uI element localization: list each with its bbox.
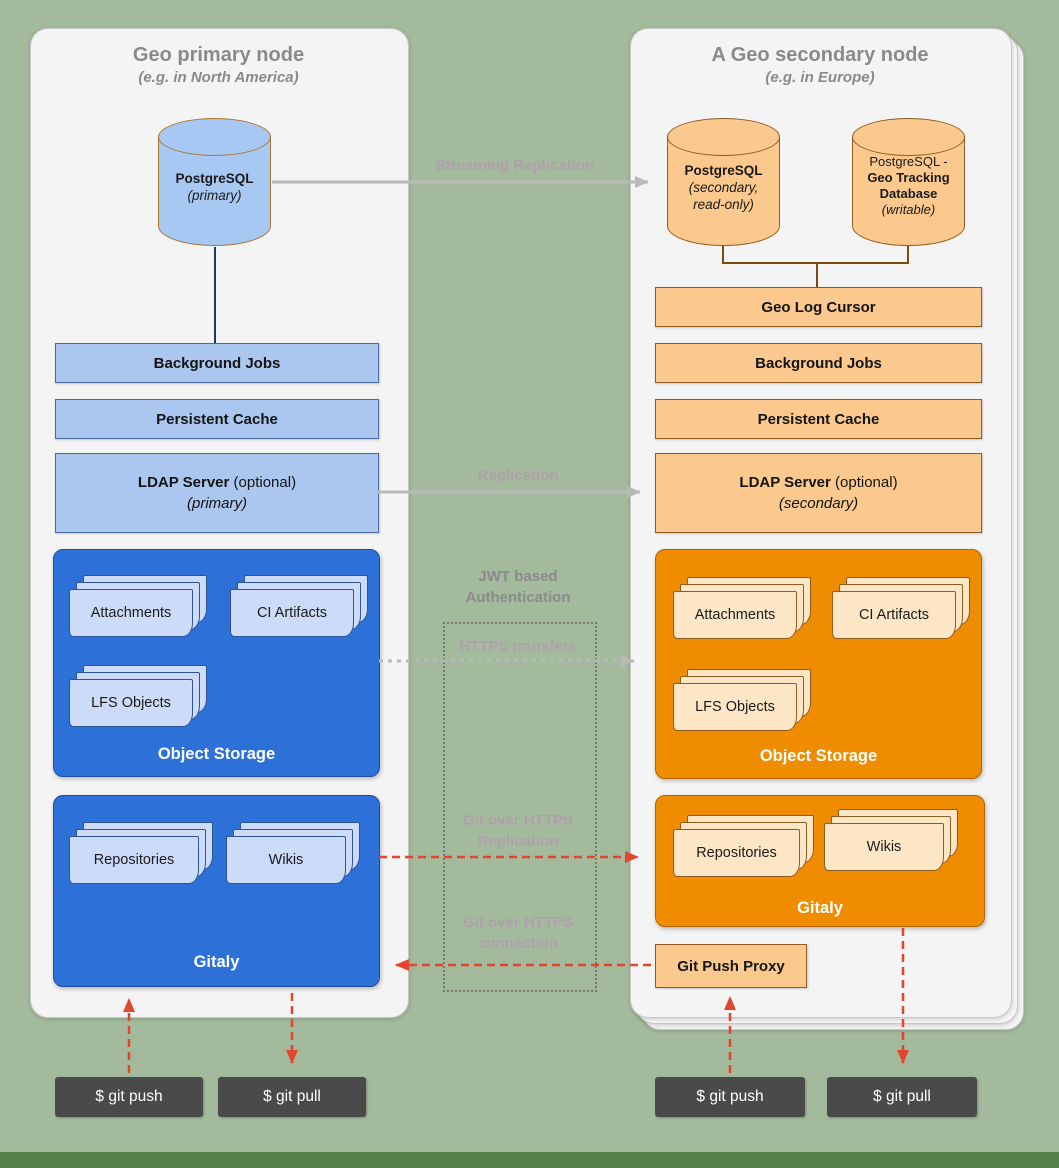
cylinder-top — [667, 118, 780, 156]
tracking-line2: Geo Tracking — [867, 170, 950, 185]
object-storage-label: Object Storage — [759, 747, 878, 765]
primary-postgresql-db: PostgreSQL (primary) — [158, 118, 271, 246]
doc-label: CI Artifacts — [230, 589, 354, 637]
ldap-role: (primary) — [187, 495, 247, 512]
doc-label: Attachments — [673, 591, 797, 639]
primary-ldap-box: LDAP Server (optional) (primary) — [55, 453, 379, 533]
cylinder-top — [158, 118, 271, 156]
doc-label: LFS Objects — [673, 683, 797, 731]
secondary-postgresql-db: PostgreSQL (secondary, read-only) — [667, 118, 780, 246]
secondary-gitaly: Repositories Wikis Gitaly — [655, 795, 985, 927]
secondary-git-push-terminal: $ git push — [655, 1077, 805, 1117]
secondary-git-pull-terminal: $ git pull — [827, 1077, 977, 1117]
replication-label: Replication — [477, 467, 559, 484]
doc-label: Attachments — [69, 589, 193, 637]
secondary-repositories-doc: Repositories — [673, 815, 814, 877]
primary-wikis-doc: Wikis — [226, 822, 360, 884]
object-storage-label: Object Storage — [157, 745, 276, 763]
postgres-name: PostgreSQL — [684, 163, 763, 178]
primary-attachments-doc: Attachments — [69, 575, 207, 637]
git-https-connection-label: Git over HTTPS connection — [433, 912, 603, 954]
secondary-node-title: A Geo secondary node (e.g. in Europe) — [630, 44, 1010, 86]
primary-subtitle-text: (e.g. in North America) — [138, 69, 299, 86]
secondary-wikis-doc: Wikis — [824, 809, 958, 871]
git-connection-line2: connection — [477, 935, 558, 952]
bottom-edge-bar — [0, 1152, 1059, 1168]
jwt-authentication-label: JWT based Authentication — [428, 566, 608, 608]
jwt-line2: Authentication — [465, 589, 571, 606]
primary-repositories-doc: Repositories — [69, 822, 213, 884]
ldap-name-line: LDAP Server (optional) — [739, 472, 897, 493]
ldap-optional: (optional) — [229, 474, 297, 491]
postgres-role1: (secondary, — [688, 180, 759, 195]
cylinder-top — [852, 118, 965, 156]
gitaly-label: Gitaly — [797, 899, 843, 917]
secondary-ldap-box: LDAP Server (optional) (secondary) — [655, 453, 982, 533]
secondary-lfs-objects-doc: LFS Objects — [673, 669, 811, 731]
tracking-line3: Database — [879, 186, 938, 201]
secondary-ci-artifacts-doc: CI Artifacts — [832, 577, 970, 639]
gitaly-label: Gitaly — [193, 953, 240, 971]
primary-node-title: Geo primary node (e.g. in North America) — [30, 44, 407, 86]
ldap-name: LDAP Server — [137, 474, 230, 491]
streaming-replication-label: Streaming Replication — [435, 157, 595, 174]
auth-dotted-region — [443, 622, 597, 992]
geo-log-cursor-box: Geo Log Cursor — [655, 287, 982, 327]
secondary-object-storage: Attachments CI Artifacts LFS Objects Obj… — [655, 549, 982, 779]
git-replication-line1: Git over HTTPS — [462, 812, 574, 829]
primary-title-text: Geo primary node — [132, 44, 305, 66]
ldap-role: (secondary) — [778, 495, 859, 512]
primary-background-jobs-box: Background Jobs — [55, 343, 379, 383]
primary-git-push-terminal: $ git push — [55, 1077, 203, 1117]
postgres-role2: read-only) — [693, 197, 754, 212]
doc-label: Repositories — [69, 836, 199, 884]
git-push-proxy-box: Git Push Proxy — [655, 944, 807, 988]
doc-label: Wikis — [226, 836, 346, 884]
jwt-line1: JWT based — [478, 568, 558, 585]
doc-label: Repositories — [673, 829, 800, 877]
git-https-replication-label: Git over HTTPS Replication — [433, 810, 603, 852]
ldap-name-line: LDAP Server (optional) — [138, 472, 296, 493]
git-replication-line2: Replication — [477, 833, 559, 850]
primary-git-pull-terminal: $ git pull — [218, 1077, 366, 1117]
git-connection-line1: Git over HTTPS — [462, 914, 574, 931]
primary-object-storage: Attachments CI Artifacts LFS Objects Obj… — [53, 549, 380, 777]
geo-tracking-db: PostgreSQL - Geo Tracking Database (writ… — [852, 118, 965, 246]
doc-label: LFS Objects — [69, 679, 193, 727]
ldap-optional: (optional) — [830, 474, 898, 491]
primary-lfs-objects-doc: LFS Objects — [69, 665, 207, 727]
doc-label: Wikis — [824, 823, 944, 871]
https-transfers-label: HTTPS transfers — [459, 638, 577, 655]
primary-gitaly: Repositories Wikis Gitaly — [53, 795, 380, 987]
primary-persistent-cache-box: Persistent Cache — [55, 399, 379, 439]
tracking-role: (writable) — [881, 202, 936, 217]
secondary-persistent-cache-box: Persistent Cache — [655, 399, 982, 439]
ldap-name: LDAP Server — [739, 474, 831, 491]
secondary-attachments-doc: Attachments — [673, 577, 811, 639]
primary-ci-artifacts-doc: CI Artifacts — [230, 575, 368, 637]
tracking-line1: PostgreSQL - — [869, 154, 948, 169]
postgres-role: (primary) — [187, 188, 242, 203]
secondary-subtitle-text: (e.g. in Europe) — [765, 69, 875, 86]
secondary-background-jobs-box: Background Jobs — [655, 343, 982, 383]
postgres-name: PostgreSQL — [175, 171, 254, 186]
secondary-title-text: A Geo secondary node — [711, 44, 929, 66]
doc-label: CI Artifacts — [832, 591, 956, 639]
